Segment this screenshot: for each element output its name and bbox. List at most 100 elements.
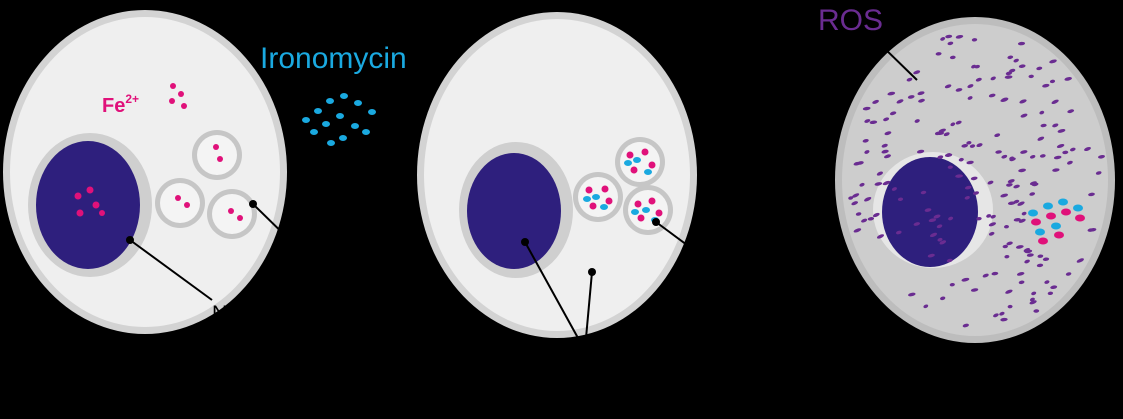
- ros-particle: [867, 217, 875, 221]
- nucleus-depletion-pointer: [524, 241, 579, 339]
- ros-particle: [924, 208, 932, 212]
- ros-particle: [937, 237, 943, 242]
- ros-particle: [861, 218, 868, 223]
- fenton-label-line1: Fenton: [728, 92, 793, 115]
- ros-particle: [955, 88, 963, 92]
- ros-particle: [1016, 272, 1025, 276]
- ros-particle: [1042, 83, 1050, 88]
- ros-particle: [848, 196, 854, 200]
- ros-particle: [940, 37, 946, 41]
- ros-particle: [1018, 280, 1025, 285]
- ros-particle: [884, 154, 891, 159]
- ros-particle: [975, 77, 982, 82]
- ros-particle: [933, 214, 941, 219]
- loaded-lysosome: [623, 185, 673, 235]
- ros-particle: [928, 218, 937, 223]
- ros-particle: [994, 133, 1001, 138]
- ros-particle: [1013, 58, 1019, 63]
- lysosomes-pointer-dot: [249, 200, 257, 208]
- lysosomes-label: Lysosomes: [275, 252, 380, 275]
- ros-particle: [949, 282, 955, 287]
- ros-particle: [999, 311, 1005, 316]
- ros-particle: [851, 193, 860, 198]
- accumulation-pointer: [655, 221, 719, 269]
- ros-particle: [988, 93, 996, 98]
- ros-particle: [914, 119, 920, 123]
- ros-particle: [881, 149, 889, 154]
- ros-particle: [887, 91, 896, 96]
- nucleus: [467, 153, 561, 269]
- ros-particle: [940, 296, 946, 301]
- lysosome: [155, 178, 205, 228]
- ros-particle: [936, 224, 943, 229]
- ros-particle: [923, 304, 929, 309]
- ros-particle: [1001, 97, 1009, 102]
- ros-particle: [1062, 150, 1069, 155]
- ros-particle: [947, 165, 953, 169]
- ros-particle: [1028, 74, 1034, 79]
- nucleus-pointer-dot: [126, 236, 134, 244]
- loaded-lysosome: [573, 172, 623, 222]
- ros-particle: [1057, 128, 1066, 133]
- ros-particle: [1024, 259, 1030, 264]
- lysosome: [207, 189, 257, 239]
- ros-particle: [1018, 168, 1026, 173]
- ros-particle: [1052, 123, 1059, 128]
- ironomycin-label: Ironomycin: [260, 42, 407, 75]
- ros-particle: [1015, 245, 1024, 249]
- ros-particle: [955, 34, 964, 39]
- ros-particle: [947, 41, 954, 46]
- nucleus: [36, 141, 140, 269]
- ros-particle: [976, 216, 982, 221]
- ros-particle: [1069, 147, 1076, 152]
- ros-particle: [869, 120, 878, 125]
- ros-particle: [1005, 71, 1013, 76]
- ros-particle: [1098, 155, 1105, 159]
- ros-particle: [986, 214, 992, 218]
- ros-particle: [982, 273, 989, 278]
- ros-particle: [1049, 79, 1056, 84]
- ros-label: ROS: [818, 4, 883, 37]
- ros-particle: [1004, 75, 1013, 79]
- ros-particle: [1000, 193, 1009, 198]
- ros-particle: [939, 240, 947, 245]
- ros-particle: [906, 77, 913, 82]
- ros-particle: [1039, 110, 1045, 115]
- ros-particle: [1029, 300, 1037, 305]
- ros-particle: [966, 160, 974, 165]
- ros-particle: [961, 144, 968, 148]
- ros-particle: [853, 161, 861, 166]
- ros-particle: [929, 232, 938, 238]
- ros-particle: [1019, 99, 1027, 104]
- lysosome: [192, 130, 242, 180]
- free-iron-dots: [169, 83, 187, 109]
- ros-particle: [859, 182, 865, 187]
- fe2-label: Fe2+: [102, 92, 139, 117]
- ros-particle: [864, 119, 871, 123]
- ros-particle: [1002, 244, 1008, 249]
- ros-particle: [913, 222, 921, 226]
- ros-pointer-line: [879, 43, 918, 81]
- ros-particle: [853, 228, 862, 233]
- ros-particle: [1020, 113, 1028, 118]
- ros-particle: [950, 122, 956, 127]
- ros-particle: [990, 214, 996, 219]
- ros-particle: [1089, 228, 1097, 232]
- iron-accumulation-label-line2: accumulation: [674, 310, 798, 333]
- ros-particle: [916, 149, 925, 154]
- ros-particle: [896, 99, 904, 104]
- ros-particle: [1000, 317, 1008, 322]
- ros-particle: [971, 64, 977, 69]
- ros-particle: [1047, 291, 1054, 296]
- ros-particle: [1088, 192, 1095, 197]
- ros-particle: [1017, 41, 1026, 46]
- ros-particle: [964, 185, 972, 190]
- ros-particle: [1018, 64, 1026, 68]
- ros-particle: [1053, 155, 1062, 160]
- ros-particle: [958, 157, 964, 162]
- ros-particle: [1067, 109, 1075, 114]
- nucleus-label: Nucleus: [212, 302, 288, 325]
- ferroptosis-label: Ferroptosis: [900, 352, 1065, 385]
- ros-particle: [1036, 66, 1043, 71]
- ros-particle: [897, 197, 904, 202]
